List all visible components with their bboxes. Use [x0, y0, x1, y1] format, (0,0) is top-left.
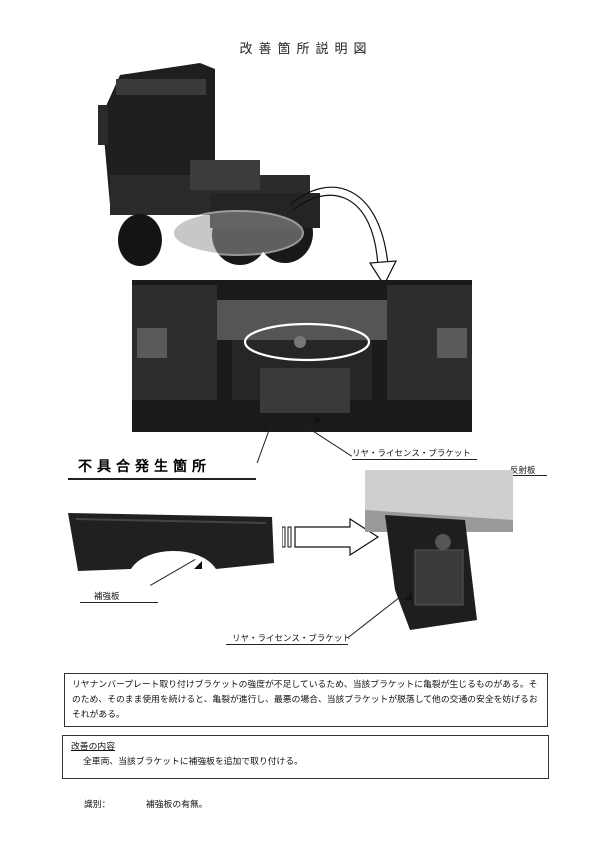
arrowhead-icon	[404, 592, 412, 600]
leader-line	[352, 459, 477, 460]
leader-line	[80, 602, 158, 603]
defect-location-label: 不具合発生箇所	[78, 459, 211, 475]
right-arrow-icon	[282, 517, 380, 557]
callout-reinforcement-plate: 補強板	[94, 592, 120, 602]
page-title: 改善箇所説明図	[239, 42, 373, 57]
curved-arrow-icon	[289, 186, 398, 287]
bracket-reflector-photo	[365, 470, 513, 630]
callout-reflector: 反射板	[510, 466, 536, 476]
improvement-text: 全車両、当該ブラケットに補強板を追加で取り付ける。	[83, 757, 303, 767]
box-divider	[64, 673, 65, 727]
leader-line	[505, 475, 547, 476]
identification: 識別： 補強板の有無。	[84, 797, 208, 810]
identification-label: 識別：	[84, 800, 111, 810]
callout-bracket-top: リヤ・ライセンス・ブラケット	[352, 449, 471, 459]
identification-value: 補強板の有無。	[146, 800, 208, 810]
arrowhead-icon	[194, 561, 202, 569]
callout-bracket-bottom: リヤ・ライセンス・ブラケット	[232, 634, 351, 644]
defect-underline	[68, 478, 256, 480]
truck-photo	[80, 55, 410, 270]
defect-description: リヤナンバープレート取り付けブラケットの強度が不足しているため、当該ブラケットに…	[64, 673, 548, 727]
arrowhead-icon	[314, 416, 322, 424]
improvement-heading: 改善の内容	[71, 742, 115, 752]
leader-line	[226, 644, 348, 645]
improvement-box: 改善の内容 全車両、当該ブラケットに補強板を追加で取り付ける。	[62, 735, 549, 779]
reinforcement-plate-photo	[68, 513, 274, 571]
rear-closeup-photo	[132, 280, 472, 432]
